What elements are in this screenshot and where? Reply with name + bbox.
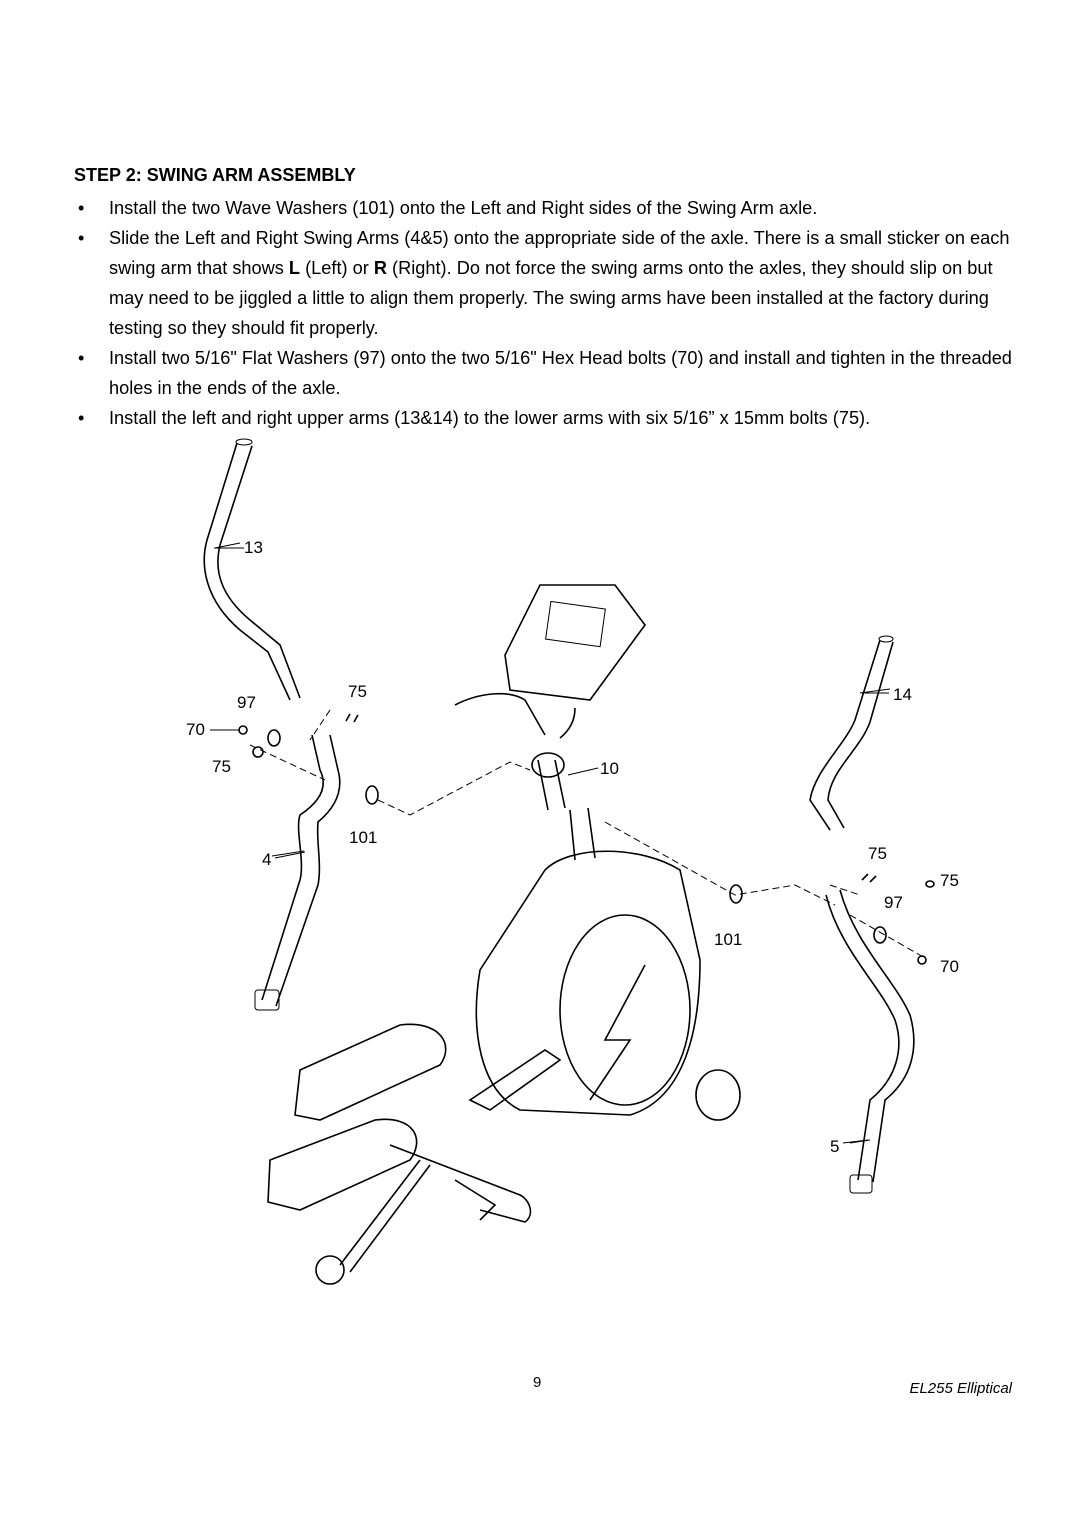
bullet-icon: • xyxy=(78,348,85,368)
callout-4: 4 xyxy=(262,850,271,869)
callout-75: 75 xyxy=(348,682,367,701)
lower-right-arm xyxy=(825,889,915,1194)
frame-body xyxy=(468,850,741,1121)
assembly-diagram: 13 97 75 70 75 101 4 14 10 75 75 97 101 … xyxy=(186,438,959,1285)
callout-5: 5 xyxy=(830,1137,839,1156)
upper-left-arm xyxy=(203,438,301,701)
callout-13: 13 xyxy=(244,538,263,557)
callout-70: 70 xyxy=(940,957,959,976)
callout-labels: 13 97 75 70 75 101 4 14 10 75 75 97 101 … xyxy=(186,538,959,1156)
instruction-text: Install the two Wave Washers (101) onto … xyxy=(109,198,818,218)
callout-75: 75 xyxy=(212,757,231,776)
leader-lines xyxy=(210,547,889,1144)
step-heading: STEP 2: SWING ARM ASSEMBLY xyxy=(74,165,356,185)
callout-14: 14 xyxy=(893,685,912,704)
instruction-item: • Install the left and right upper arms … xyxy=(74,403,1014,433)
instruction-item: • Install the two Wave Washers (101) ont… xyxy=(74,193,1014,223)
callout-75: 75 xyxy=(868,844,887,863)
upper-right-arm xyxy=(809,635,894,831)
callout-75: 75 xyxy=(940,871,959,890)
left-marker: L xyxy=(288,258,301,278)
callout-101: 101 xyxy=(349,828,377,847)
right-hardware xyxy=(829,873,935,965)
lower-left-arm xyxy=(254,734,341,1011)
instruction-text: (Right). Do not force the swing arms ont… xyxy=(109,258,993,338)
left-hardware xyxy=(238,709,531,816)
callout-97: 97 xyxy=(237,693,256,712)
callout-70: 70 xyxy=(186,720,205,739)
bullet-icon: • xyxy=(78,228,85,248)
instruction-text: Install two 5/16" Flat Washers (97) onto… xyxy=(109,348,1012,398)
instruction-list: • Install the two Wave Washers (101) ont… xyxy=(74,193,1014,433)
callout-97: 97 xyxy=(884,893,903,912)
page-number: 9 xyxy=(533,1374,542,1391)
instruction-text: Slide the Left and Right Swing Arms (4&5… xyxy=(109,228,1010,278)
bullet-icon: • xyxy=(78,198,85,218)
right-marker: R xyxy=(373,258,387,278)
console-mast xyxy=(454,584,836,906)
bullet-icon: • xyxy=(78,408,85,428)
callout-10: 10 xyxy=(600,759,619,778)
instruction-item: • Slide the Left and Right Swing Arms (4… xyxy=(74,223,1014,343)
instruction-item: • Install two 5/16" Flat Washers (97) on… xyxy=(74,343,1014,403)
instruction-text: Install the left and right upper arms (1… xyxy=(109,408,871,428)
model-name: EL255 Elliptical xyxy=(909,1380,1012,1397)
pedals-frame xyxy=(267,1023,532,1285)
instruction-text: (Left) or xyxy=(300,258,374,278)
callout-101: 101 xyxy=(714,930,742,949)
